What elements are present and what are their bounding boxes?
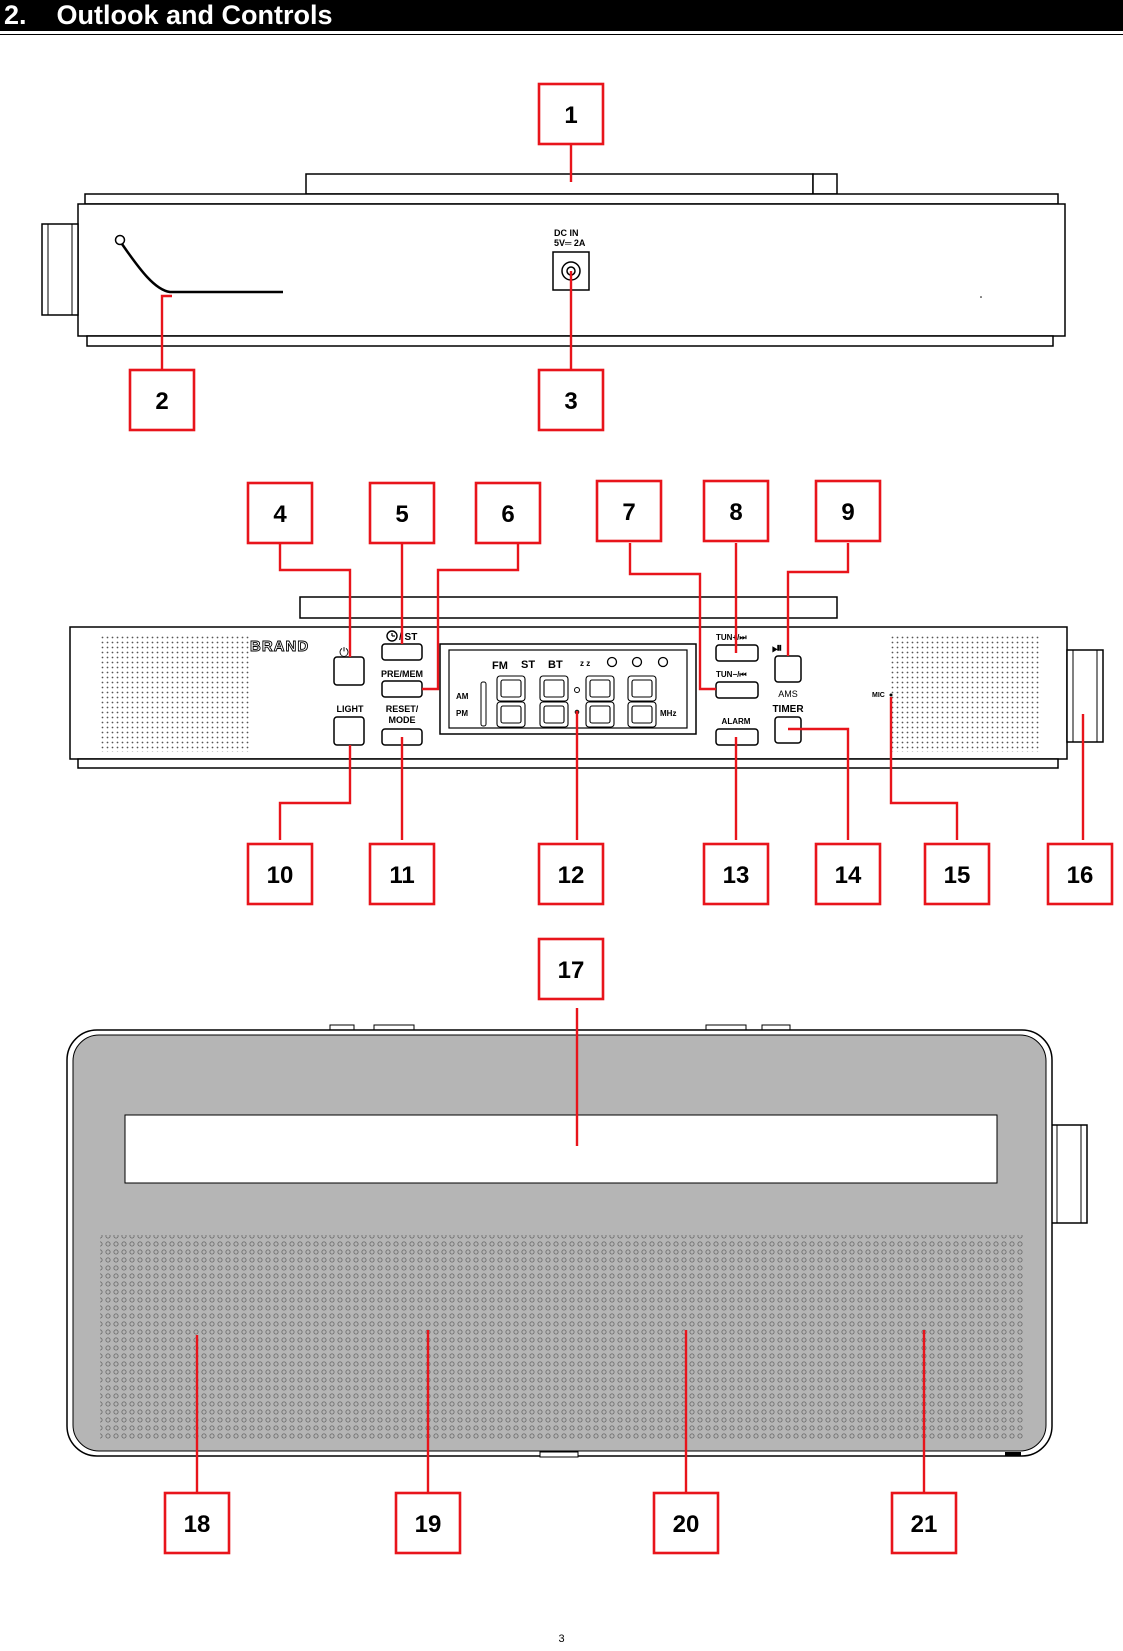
callout-number-4: 4 — [273, 501, 287, 528]
callout-number-7: 7 — [622, 499, 635, 526]
callout-box-10 — [246, 842, 314, 906]
power-button — [333, 656, 365, 686]
st-label: / ST — [399, 632, 417, 643]
callout-number-10: 10 — [267, 862, 294, 889]
callout-number-3: 3 — [564, 388, 577, 415]
lcd-digits — [496, 675, 657, 728]
lcd-clock-icon — [606, 656, 618, 668]
lcd-st: ST — [521, 659, 535, 671]
tun-down-button — [715, 681, 759, 699]
top-view: DC IN 5V═ 2A — [41, 173, 1066, 347]
callout-box-18 — [163, 1491, 231, 1555]
lcd-bt: BT — [548, 659, 563, 671]
callout-number-16: 16 — [1067, 862, 1094, 889]
light-button — [333, 716, 365, 746]
rear-speaker-grill — [100, 1235, 1024, 1440]
lcd-alarm1-icon — [631, 656, 643, 668]
callout-box-11 — [368, 842, 436, 906]
front-view: BRAND ⏻ LIGHT / ST PRE/MEM RESET/ MODE F… — [69, 596, 1104, 769]
alarm-label: ALARM — [722, 717, 751, 726]
callout-box-3 — [537, 368, 605, 432]
tun-up-label: TUN+/⏭ — [716, 633, 747, 642]
lcd-am: AM — [456, 692, 469, 701]
reset-label-2: MODE — [389, 715, 416, 725]
antenna-slot — [124, 1114, 998, 1184]
play-pause-icon: ⏯ — [772, 640, 782, 655]
dc-in-rating: 5V═ 2A — [554, 238, 586, 248]
left-speaker-grill — [100, 634, 250, 752]
callout-number-1: 1 — [564, 102, 577, 129]
timer-label: TIMER — [772, 704, 804, 715]
clock-icon — [386, 630, 398, 642]
brand-logo: BRAND — [250, 638, 309, 655]
volume-knob-side — [1066, 649, 1104, 743]
section-title: 2. Outlook and Controls — [0, 0, 1123, 35]
callout-box-20 — [652, 1491, 720, 1555]
callout-number-11: 11 — [389, 862, 414, 889]
callout-box-14 — [814, 842, 882, 906]
clock-st-button — [381, 643, 423, 661]
reset-label-1: RESET/ — [386, 704, 419, 714]
callout-box-1 — [537, 82, 605, 146]
callout-box-12 — [537, 842, 605, 906]
callout-number-17: 17 — [558, 957, 585, 984]
callout-box-15 — [923, 842, 991, 906]
callout-box-16 — [1046, 842, 1114, 906]
callout-number-8: 8 — [729, 499, 742, 526]
mic-label: MIC — [872, 692, 885, 699]
headphone-jack — [114, 234, 126, 246]
rear-knob — [1050, 1124, 1088, 1224]
callout-box-7 — [595, 479, 663, 543]
lcd-display: FM ST BT z z AM PM MHz — [439, 643, 697, 735]
callout-box-19 — [394, 1491, 462, 1555]
callout-number-6: 6 — [501, 501, 514, 528]
right-speaker-grill — [890, 634, 1040, 752]
callout-number-9: 9 — [841, 499, 854, 526]
lcd-mhz: MHz — [660, 709, 676, 718]
lcd-alarm2-icon — [657, 656, 669, 668]
callout-box-6 — [474, 481, 542, 545]
pre-mem-label: PRE/MEM — [381, 669, 423, 679]
callout-number-19: 19 — [415, 1511, 442, 1538]
dc-in-label: DC IN — [554, 228, 579, 238]
tun-down-label: TUN−/⏮ — [716, 670, 747, 679]
callout-number-21: 21 — [911, 1511, 938, 1538]
callout-box-8 — [702, 479, 770, 543]
callout-number-12: 12 — [558, 862, 585, 889]
callout-box-5 — [368, 481, 436, 545]
ams-label: AMS — [778, 689, 798, 699]
callout-box-13 — [702, 842, 770, 906]
callout-box-9 — [814, 479, 882, 543]
callout-number-15: 15 — [944, 862, 971, 889]
callout-number-2: 2 — [155, 388, 168, 415]
callout-number-13: 13 — [723, 862, 750, 889]
tuning-knob-side — [41, 223, 79, 316]
callout-box-2 — [128, 368, 196, 432]
callout-number-5: 5 — [395, 501, 408, 528]
lcd-fm: FM — [492, 660, 508, 672]
callout-leaders — [160, 145, 1085, 1492]
play-pause-button — [774, 655, 802, 683]
callout-box-17 — [537, 937, 605, 1001]
callout-box-21 — [890, 1491, 958, 1555]
lcd-pm: PM — [456, 709, 468, 718]
callout-number-18: 18 — [184, 1511, 211, 1538]
callout-number-14: 14 — [835, 862, 862, 889]
page-number: 3 — [558, 1633, 565, 1645]
microphone — [889, 693, 893, 697]
light-label: LIGHT — [337, 704, 364, 714]
callout-number-20: 20 — [673, 1511, 700, 1538]
power-icon: ⏻ — [339, 645, 349, 659]
pre-mem-button — [381, 680, 423, 698]
callout-box-4 — [246, 481, 314, 545]
lcd-sleep: z z — [580, 659, 590, 668]
rear-view — [66, 1024, 1088, 1458]
antenna-bar — [305, 173, 814, 195]
